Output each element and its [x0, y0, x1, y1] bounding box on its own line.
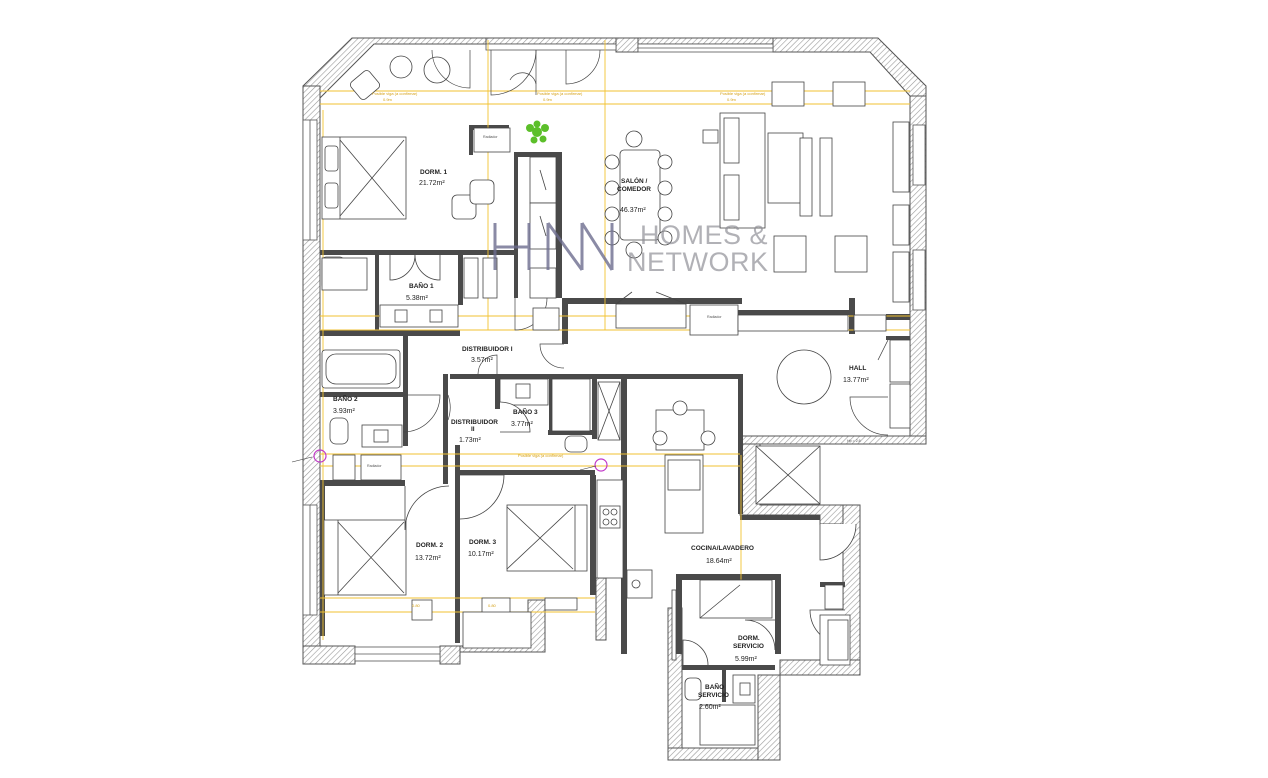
room-area: 3.57m² [471, 357, 493, 364]
room-area: 5.38m² [406, 295, 428, 302]
room-distributor1: DISTRIBUIDOR I 3.57m² [462, 346, 513, 364]
room-area: 3.93m² [333, 408, 355, 415]
room-name: BAÑO [705, 682, 724, 691]
room-area: 1.73m² [459, 437, 481, 444]
beam-dim: 0.9m [383, 97, 393, 102]
hall-note: Hp = 2.6 [847, 439, 861, 443]
room-labels: DORM. 1 21.72m² SALÓN / COMEDOR 46.37m² … [333, 169, 869, 711]
hall-round-table [776, 349, 832, 405]
room-name: DISTRIBUIDOR [451, 419, 498, 426]
room-bath1: BAÑO 1 5.38m² [406, 281, 434, 302]
room-area: 5.99m² [735, 656, 757, 663]
room-area: 3.77m² [511, 421, 533, 428]
radiator-label: Radiador [367, 464, 382, 468]
radiator-label: Radiador [483, 135, 498, 139]
door-note: 0.80 [488, 603, 497, 608]
bed-dorm2 [323, 485, 450, 621]
beam-dim: 0.9m [543, 97, 553, 102]
hall-closets [877, 339, 911, 429]
room-bath3: BAÑO 3 3.77m² [511, 407, 538, 428]
doors-top [431, 49, 601, 96]
room-name-2: COMEDOR [617, 186, 651, 193]
room-salon: SALÓN / COMEDOR 46.37m² [617, 176, 651, 214]
beam-note: Posible viga (a confirmar) [518, 453, 564, 458]
room-area: 18.64m² [706, 558, 732, 565]
room-area: 21.72m² [419, 180, 445, 187]
beam-note: Posible viga (a confirmar) [720, 91, 766, 96]
room-distributor2: DISTRIBUIDOR II 1.73m² [451, 419, 498, 444]
room-name: SALÓN / [621, 176, 648, 185]
hn-monogram-icon [493, 222, 614, 271]
bath3-fixtures [499, 378, 621, 453]
room-dorm3: DORM. 3 10.17m² [468, 539, 496, 558]
armchairs-dorm1 [349, 55, 495, 220]
room-hall: HALL 13.77m² [843, 365, 869, 384]
room-name: BAÑO 1 [409, 281, 434, 290]
room-bath2: BAÑO 2 3.93m² [333, 394, 358, 415]
room-name: DORM. 3 [469, 539, 496, 546]
bed-dorm3 [459, 474, 588, 649]
room-area: 13.72m² [415, 555, 441, 562]
closet-hall-right [892, 121, 910, 303]
room-area: 2.60m² [699, 704, 721, 711]
homes-network-logo: HOMES & NETWORK [493, 220, 769, 277]
room-area: 10.17m² [468, 551, 494, 558]
room-name: BAÑO 3 [513, 407, 538, 416]
room-service-bath: BAÑO SERVICIO 2.60m² [698, 682, 729, 711]
beam-note: Posible viga (a confirmar) [372, 91, 418, 96]
room-kitchen: COCINA/LAVADERO 18.64m² [691, 545, 754, 565]
sofa-living [702, 81, 868, 273]
service-room-fixtures [671, 579, 776, 746]
radiator-label: Radiador [707, 315, 722, 319]
room-area: 46.37m² [620, 207, 646, 214]
radiator-distributor [532, 307, 560, 331]
room-name-2: II [471, 426, 475, 433]
bath1-fixtures [321, 254, 498, 328]
room-dorm1: DORM. 1 21.72m² [419, 169, 447, 187]
room-name: DORM. 1 [420, 169, 447, 176]
logo-line2: NETWORK [627, 247, 769, 277]
room-area: 13.77m² [843, 377, 869, 384]
room-name: DISTRIBUIDOR I [462, 346, 513, 353]
interior-walls [320, 125, 910, 702]
bath2-fixtures [321, 349, 403, 481]
room-name: BAÑO 2 [333, 394, 358, 403]
salon-lower-furniture [615, 291, 887, 336]
logo-line1: HOMES & [640, 220, 768, 250]
room-name-2: SERVICIO [698, 692, 729, 699]
bed-dorm1 [321, 136, 407, 220]
room-dorm2: DORM. 2 13.72m² [415, 542, 443, 562]
room-service: DORM. SERVICIO 5.99m² [733, 635, 764, 663]
room-name: COCINA/LAVADERO [691, 545, 754, 552]
room-name-2: SERVICIO [733, 643, 764, 650]
room-name: DORM. [738, 635, 760, 642]
room-name: HALL [849, 365, 866, 372]
door-note: 0.80 [412, 603, 421, 608]
plant-icon [526, 120, 549, 144]
room-name: DORM. 2 [416, 542, 443, 549]
marker-icon [313, 449, 608, 472]
beam-dim: 0.9m [727, 97, 737, 102]
windows [302, 43, 926, 662]
beam-note: Posible viga (a confirmar) [537, 91, 583, 96]
kitchen-fixtures [596, 400, 857, 666]
beam-notes: Posible viga (a confirmar) 0.9m Posible … [367, 91, 861, 608]
distributor-doors [402, 297, 889, 436]
dining-table [604, 130, 673, 259]
